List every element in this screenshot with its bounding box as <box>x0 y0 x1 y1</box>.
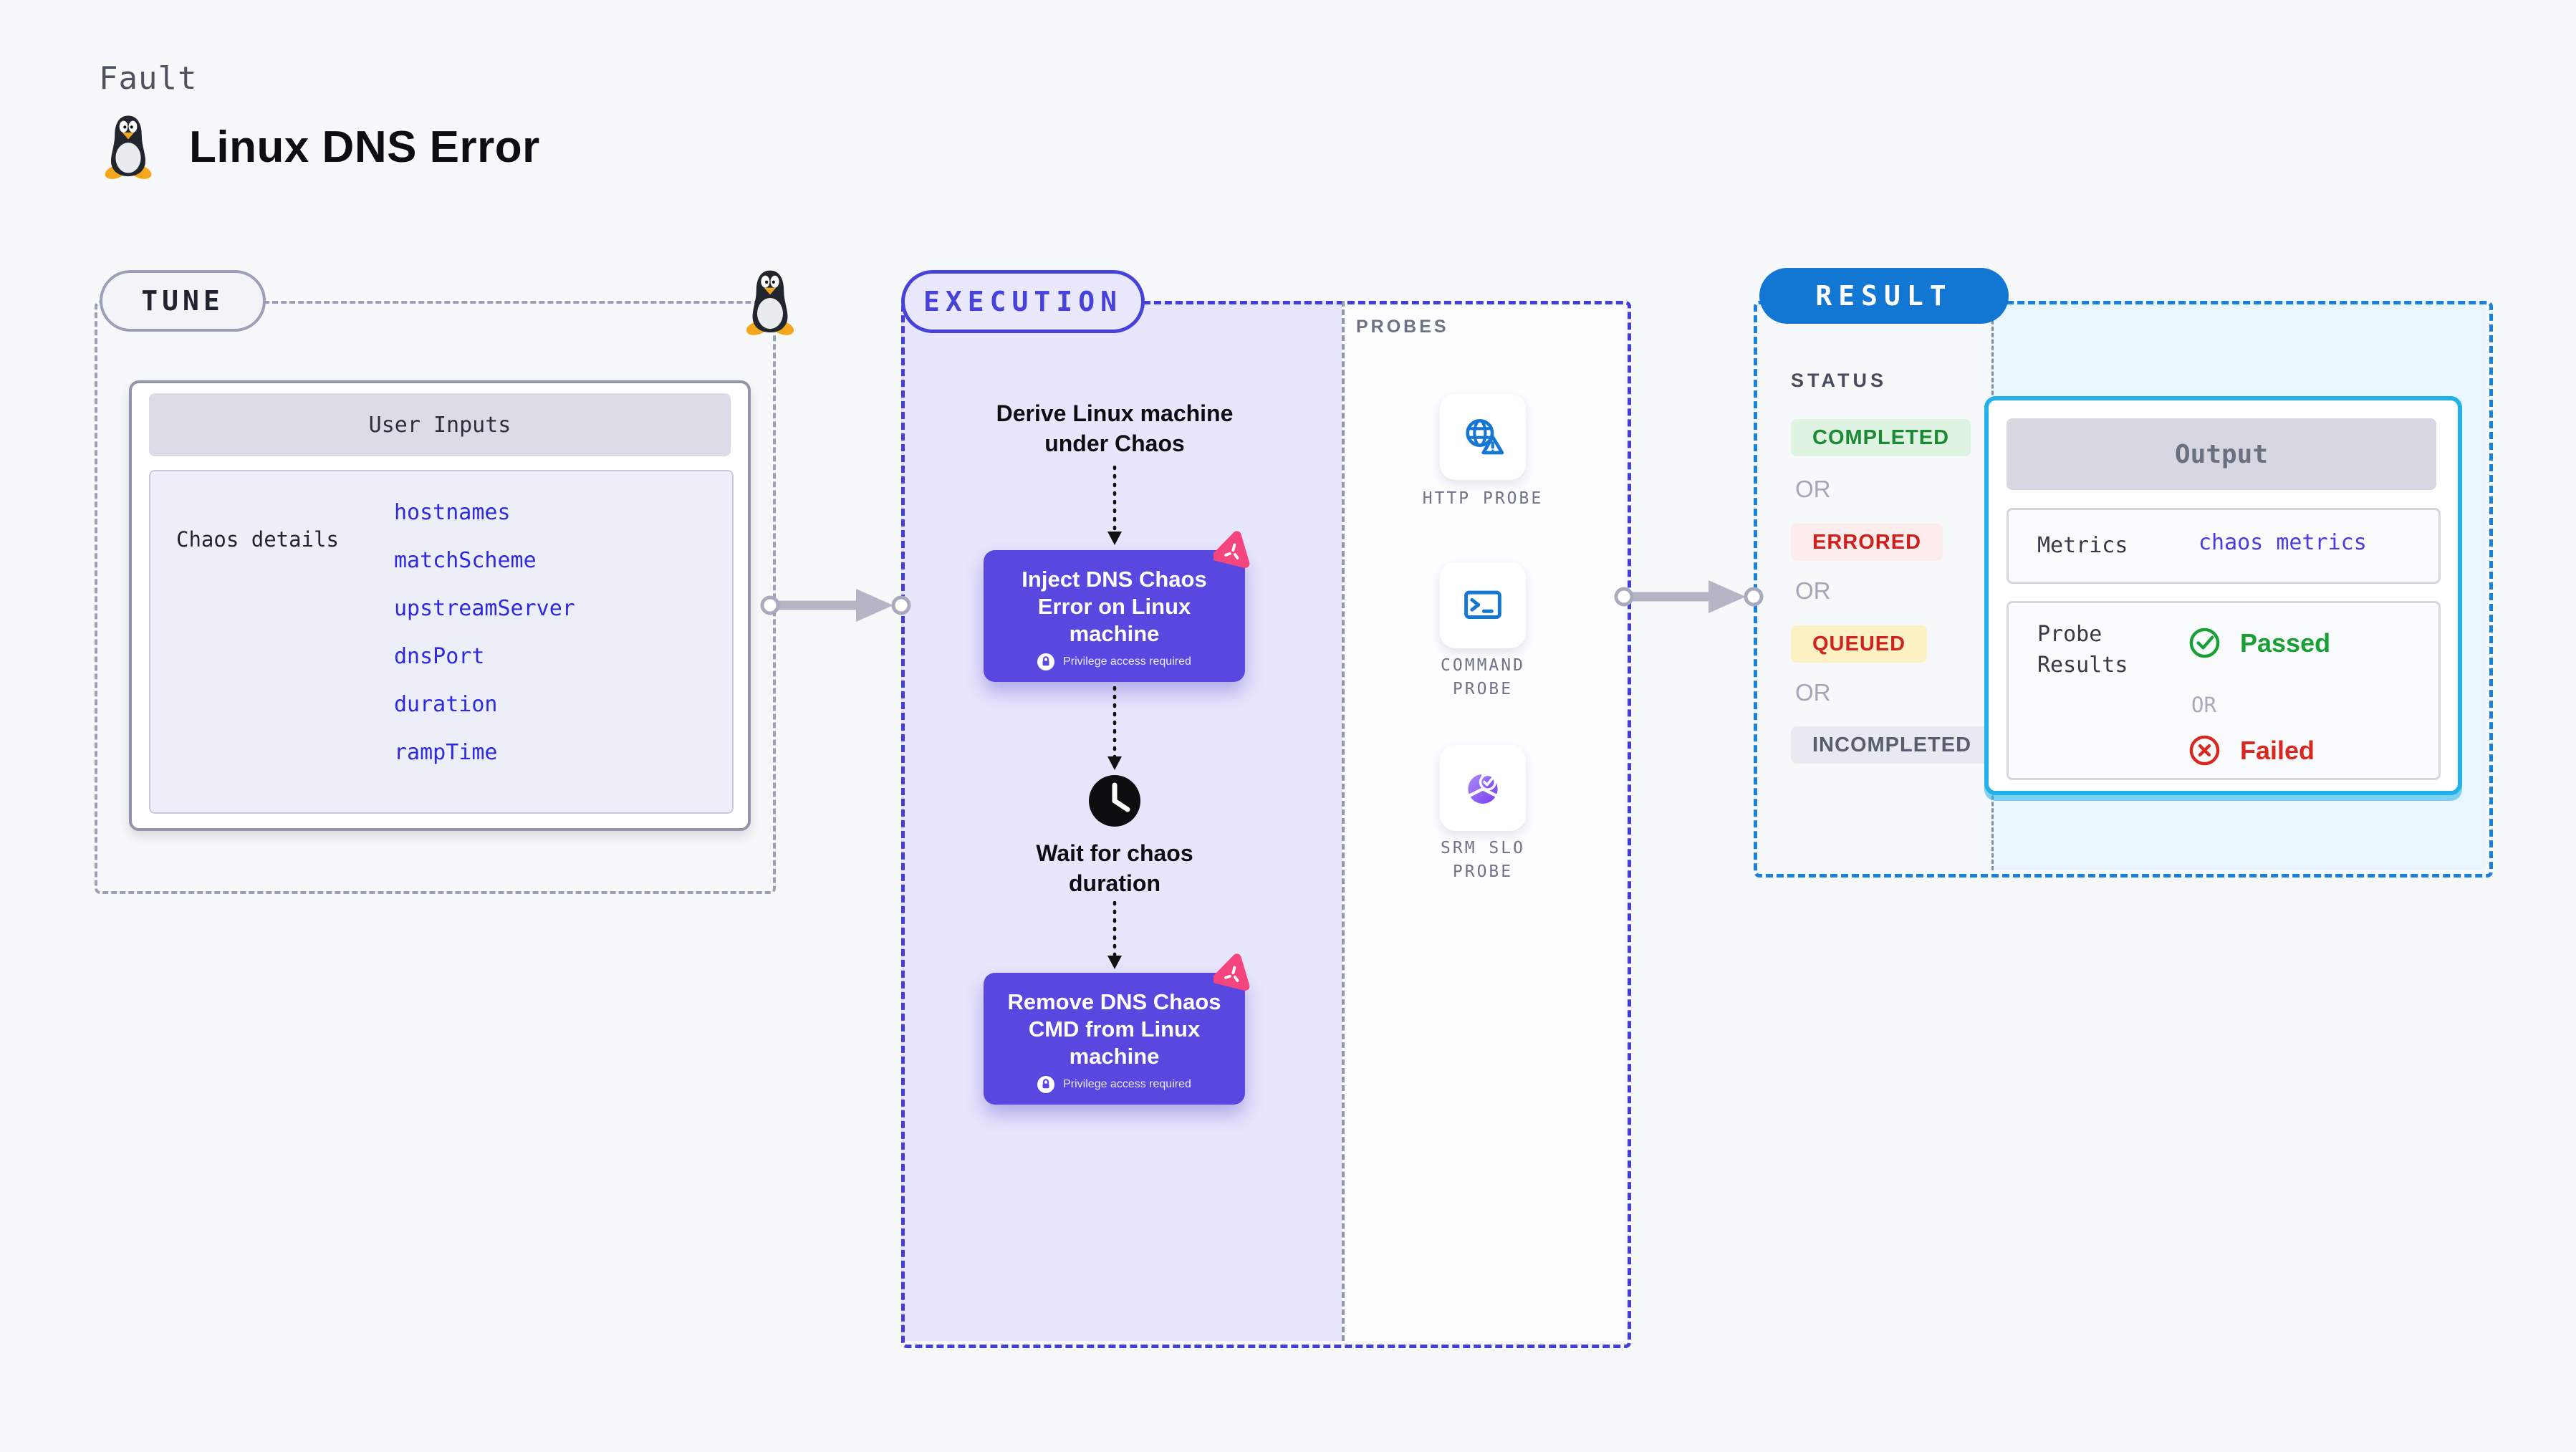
wait-step-label: Wait for chaos duration <box>1036 840 1193 896</box>
x-circle-icon <box>2189 735 2220 766</box>
globe-warning-icon <box>1466 418 1504 455</box>
param-duration[interactable]: duration <box>394 692 498 717</box>
check-circle-icon <box>2189 628 2220 658</box>
dotted-arrow <box>1107 466 1122 545</box>
metrics-value[interactable]: chaos metrics <box>2198 530 2367 555</box>
or-label: OR <box>1795 577 1831 604</box>
failed-label: Failed <box>2240 735 2315 765</box>
probe-results-row: Probe Results Passed OR Failed <box>2007 601 2441 780</box>
failed-verdict: Failed <box>2188 734 2315 767</box>
output-header: Output <box>2007 418 2436 490</box>
privilege-row: Privilege access required <box>984 653 1245 670</box>
srm-slo-probe-card[interactable] <box>1440 745 1526 831</box>
passed-label: Passed <box>2240 628 2331 658</box>
user-inputs-body: Chaos details hostnames matchScheme upst… <box>149 470 734 814</box>
lock-icon <box>1037 1076 1054 1093</box>
chaos-params-list: hostnames matchScheme upstreamServer dns… <box>394 489 575 777</box>
or-label: OR <box>1795 476 1831 502</box>
execution-to-result-arrow <box>1614 580 1764 613</box>
status-badge-completed: COMPLETED <box>1791 419 1971 456</box>
status-heading: STATUS <box>1791 370 1887 391</box>
remove-chaos-node[interactable]: Remove DNS Chaos CMD from Linux machine … <box>984 973 1245 1105</box>
remove-chaos-title: Remove DNS Chaos CMD from Linux machine <box>1007 989 1221 1069</box>
param-ramptime[interactable]: rampTime <box>394 740 498 765</box>
tux-penguin-icon <box>742 268 798 337</box>
privilege-note: Privilege access required <box>1063 1078 1191 1090</box>
param-dnsport[interactable]: dnsPort <box>394 644 485 669</box>
passed-verdict: Passed <box>2188 626 2330 660</box>
tune-pill: TUNE <box>100 270 266 332</box>
terminal-icon <box>1464 590 1501 619</box>
status-badge-queued: QUEUED <box>1791 625 1928 663</box>
dotted-arrow <box>1107 686 1122 770</box>
probe-results-label: Probe Results <box>2037 622 2128 678</box>
fault-kicker: Fault <box>99 60 198 97</box>
privilege-row: Privilege access required <box>984 1076 1245 1093</box>
chaos-logo-icon <box>1213 951 1254 991</box>
tune-to-execution-arrow <box>760 589 911 622</box>
privilege-note: Privilege access required <box>1063 655 1191 668</box>
inject-chaos-node[interactable]: Inject DNS Chaos Error on Linux machine … <box>984 550 1245 682</box>
command-probe-card[interactable] <box>1440 562 1526 648</box>
tux-penguin-icon <box>99 113 158 181</box>
inject-chaos-title: Inject DNS Chaos Error on Linux machine <box>1022 567 1207 646</box>
lock-icon <box>1037 653 1054 670</box>
derive-step-label: Derive Linux machine under Chaos <box>996 400 1234 456</box>
execution-pill: EXECUTION <box>901 270 1145 333</box>
user-inputs-header: User Inputs <box>149 393 731 456</box>
or-label: OR <box>1795 679 1831 706</box>
clock-icon <box>1089 775 1140 827</box>
param-hostnames[interactable]: hostnames <box>394 500 511 525</box>
param-upstreamserver[interactable]: upstreamServer <box>394 596 575 621</box>
http-probe-card[interactable] <box>1440 394 1526 480</box>
command-probe-label: COMMAND PROBE <box>1441 656 1525 698</box>
status-badge-errored: ERRORED <box>1791 524 1943 561</box>
or-label: OR <box>2191 693 2216 717</box>
output-card: Output Metrics chaos metrics Probe Resul… <box>1984 396 2462 795</box>
param-matchscheme[interactable]: matchScheme <box>394 548 537 573</box>
chaos-logo-icon <box>1213 529 1254 569</box>
http-probe-label: HTTP PROBE <box>1422 489 1544 508</box>
result-pill: RESULT <box>1759 268 2009 324</box>
dotted-arrow <box>1107 901 1122 969</box>
chaos-details-label: Chaos details <box>176 527 339 552</box>
status-badge-incompleted: INCOMPLETED <box>1791 726 1994 764</box>
page-header: Linux DNS Error <box>99 113 540 181</box>
execution-section <box>901 301 1631 1348</box>
page-title: Linux DNS Error <box>189 122 540 172</box>
probes-divider <box>1342 301 1345 1341</box>
metrics-label: Metrics <box>2037 533 2128 558</box>
srm-slo-probe-label: SRM SLO PROBE <box>1441 839 1525 881</box>
user-inputs-card: User Inputs Chaos details hostnames matc… <box>129 380 751 831</box>
probes-heading: PROBES <box>1356 317 1449 337</box>
metrics-row: Metrics chaos metrics <box>2007 508 2441 584</box>
slo-pie-icon <box>1468 773 1498 804</box>
